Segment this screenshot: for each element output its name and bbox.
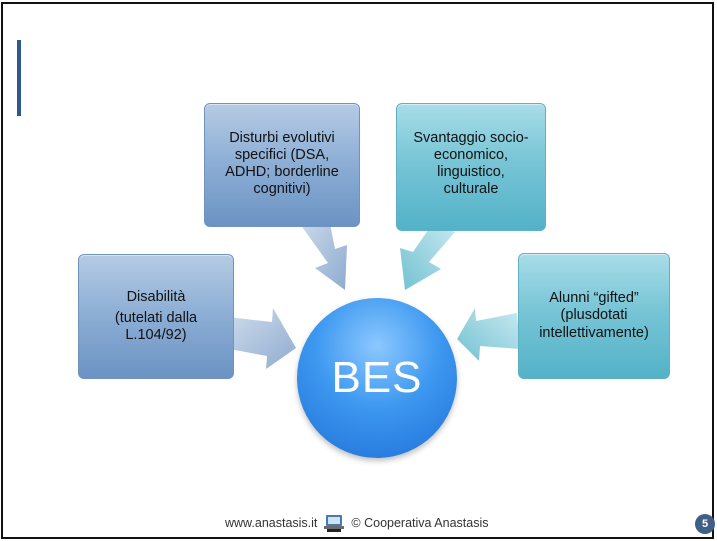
box-gifted-line2: (plusdotati: [560, 307, 628, 324]
page-number-badge: 5: [695, 514, 715, 534]
box-svantaggio-line3: linguistico,: [437, 164, 505, 181]
arrow-disabilita: [224, 308, 296, 369]
box-disturbi-line3: ADHD; borderline: [225, 164, 339, 181]
box-disabilita-line3: L.104/92): [125, 327, 187, 344]
box-disturbi-line1: Disturbi evolutivi: [229, 130, 335, 146]
page-number: 5: [701, 518, 709, 530]
footer: www.anastasis.it © Cooperativa Anastasis: [225, 512, 488, 534]
bes-circle: BES: [297, 298, 457, 458]
box-gifted-line1: Alunni “gifted”: [549, 290, 639, 307]
footer-website: www.anastasis.it: [225, 516, 318, 530]
box-gifted-line3: intellettivamente): [539, 324, 649, 341]
box-svantaggio-line2: economico,: [433, 147, 509, 164]
arrow-svantaggio: [400, 220, 455, 290]
title-accent-bar: [17, 40, 21, 116]
box-disabilita: Disabilità (tutelati dalla L.104/92): [78, 254, 234, 379]
arrow-disturbi: [300, 209, 347, 290]
box-disturbi-line4: cognitivi): [253, 181, 311, 198]
box-disturbi: Disturbi evolutivi specifici (DSA, ADHD;…: [204, 103, 360, 227]
arrow-gifted: [457, 308, 520, 361]
box-svantaggio-line4: culturale: [443, 181, 499, 198]
box-svantaggio: Svantaggio socio- economico, linguistico…: [396, 103, 546, 231]
bes-label: BES: [331, 353, 423, 402]
footer-copyright: © Cooperativa Anastasis: [351, 516, 489, 530]
anastasis-logo-icon: [323, 513, 345, 533]
box-gifted: Alunni “gifted” (plusdotati intellettiva…: [518, 253, 670, 379]
box-disturbi-line2: specifici (DSA,: [234, 147, 330, 164]
box-disabilita-line1: Disabilità: [126, 288, 186, 305]
box-disabilita-line2: (tutelati dalla: [114, 309, 198, 326]
box-svantaggio-line1: Svantaggio socio-: [413, 130, 529, 146]
